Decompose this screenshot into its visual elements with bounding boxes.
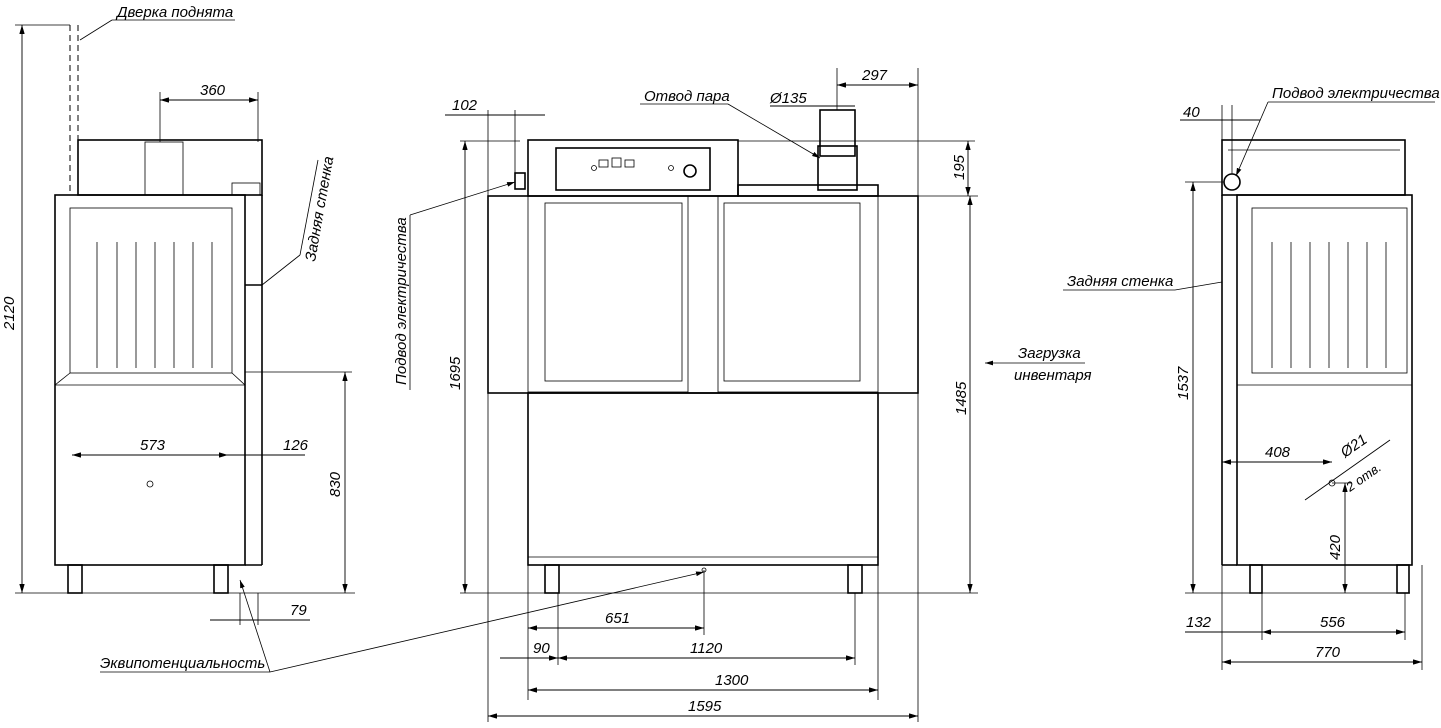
dim-79: 79	[290, 602, 307, 619]
dim-102: 102	[452, 97, 478, 114]
label-holes-count: 2 отв.	[1342, 460, 1384, 495]
dim-1300: 1300	[715, 672, 749, 689]
dim-1485: 1485	[953, 381, 970, 415]
dim-360: 360	[200, 82, 226, 99]
power-inlet-icon	[1223, 173, 1241, 191]
dim-1537: 1537	[1175, 366, 1192, 400]
dim-830: 830	[327, 471, 344, 497]
label-loading-1: Загрузка	[1018, 345, 1081, 362]
dim-770: 770	[1315, 644, 1341, 661]
control-panel	[555, 147, 711, 191]
tray-racks	[96, 242, 213, 368]
dim-40: 40	[1183, 104, 1200, 121]
label-equipotential: Эквипотенциальность	[100, 655, 265, 672]
side-view: 2120 360 573 126 830 79 Дверка поднята З…	[1, 4, 355, 625]
label-steam-outlet: Отвод пара	[644, 88, 730, 105]
label-loading-2: инвентаря	[1014, 367, 1092, 384]
dim-420: 420	[1327, 534, 1344, 560]
dim-1120: 1120	[690, 640, 723, 657]
right-view: 40 1537 408 Ø21 2 отв. 420 132 556 770 П…	[1063, 85, 1440, 670]
dim-195: 195	[951, 154, 968, 180]
dim-1695: 1695	[447, 356, 464, 390]
label-door-raised: Дверка поднята	[115, 4, 233, 21]
label-back-wall-left: Задняя стенка	[302, 155, 337, 263]
tray-racks-right	[1271, 242, 1387, 368]
dim-d135: Ø135	[769, 90, 807, 107]
dim-2120: 2120	[1, 296, 18, 331]
dim-90: 90	[533, 640, 550, 657]
label-power-supply-right: Подвод электричества	[1272, 85, 1440, 102]
dim-1595: 1595	[688, 698, 722, 715]
dim-556: 556	[1320, 614, 1346, 631]
dim-573: 573	[140, 437, 166, 454]
front-view: 1695 102 Ø135 297 195 1485 651 90 1120 1…	[100, 67, 1092, 722]
label-power-supply-front: Подвод электричества	[393, 217, 410, 385]
label-back-wall-right: Задняя стенка	[1067, 273, 1173, 290]
dim-126: 126	[283, 437, 309, 454]
dim-651: 651	[605, 610, 630, 627]
dim-132: 132	[1186, 614, 1212, 631]
dim-408: 408	[1265, 444, 1291, 461]
main-switch-icon	[683, 164, 697, 178]
dim-297: 297	[861, 67, 888, 84]
power-connector	[514, 172, 526, 190]
